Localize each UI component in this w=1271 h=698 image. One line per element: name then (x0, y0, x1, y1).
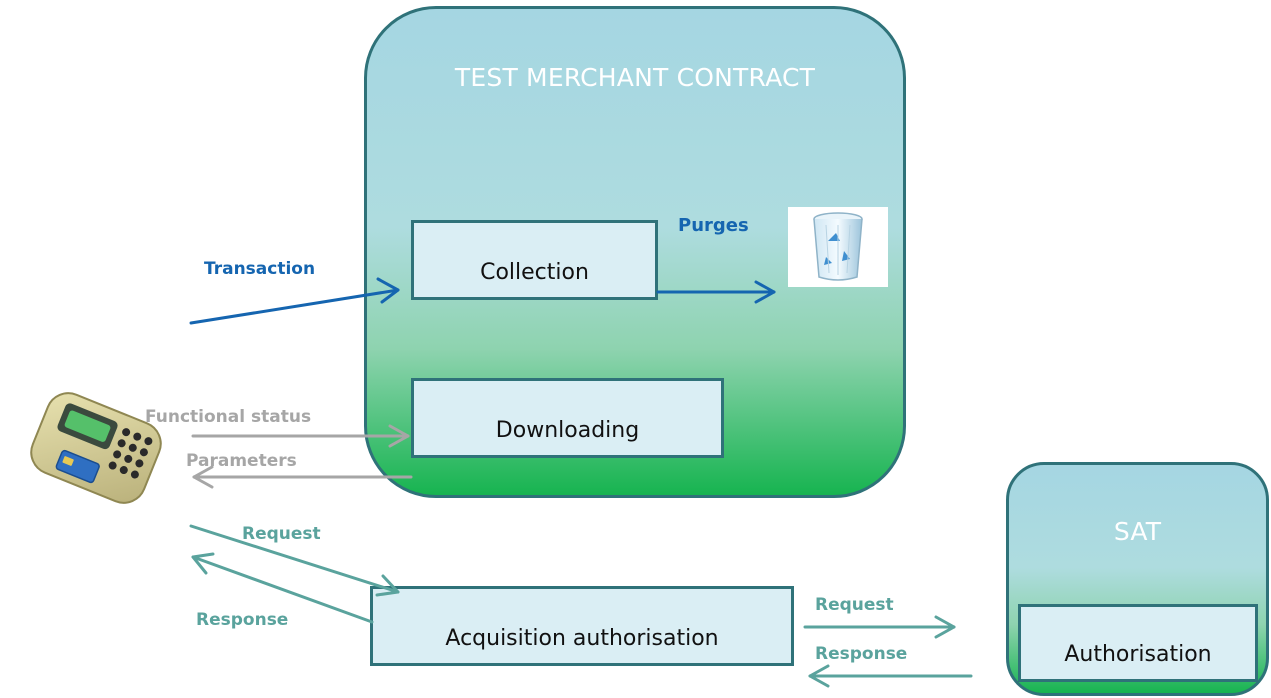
request-right-label: Request (815, 595, 894, 615)
transaction-label: Transaction (204, 259, 316, 279)
downloading-box: Downloading (411, 378, 724, 458)
merchant-contract-title: TEST MERCHANT CONTRACT (454, 63, 816, 92)
acquisition-authorisation-box: Acquisition authorisation (370, 586, 794, 666)
functional-status-arrow (191, 424, 410, 448)
response-right-arrow (808, 664, 973, 688)
response-left-arrow (191, 552, 374, 624)
request-left-arrow (189, 524, 400, 597)
collection-box: Collection (411, 220, 658, 300)
request-left-label: Request (242, 524, 321, 544)
functional-status-label: Functional status (145, 407, 312, 427)
collection-label: Collection (480, 260, 589, 285)
purges-label: Purges (678, 215, 749, 236)
recycle-bin-icon (788, 207, 888, 287)
authorisation-box: Authorisation (1018, 604, 1258, 682)
response-left-label: Response (196, 610, 289, 630)
purges-arrow (656, 280, 776, 304)
parameters-arrow (192, 465, 413, 489)
parameters-label: Parameters (186, 451, 297, 471)
acquisition-authorisation-label: Acquisition authorisation (445, 626, 719, 651)
sat-title: SAT (1113, 517, 1162, 546)
payment-terminal-icon (30, 392, 162, 504)
transaction-arrow (189, 277, 400, 325)
response-right-label: Response (815, 644, 908, 664)
authorisation-label: Authorisation (1064, 642, 1212, 667)
request-right-arrow (803, 615, 956, 639)
downloading-label: Downloading (495, 418, 640, 443)
